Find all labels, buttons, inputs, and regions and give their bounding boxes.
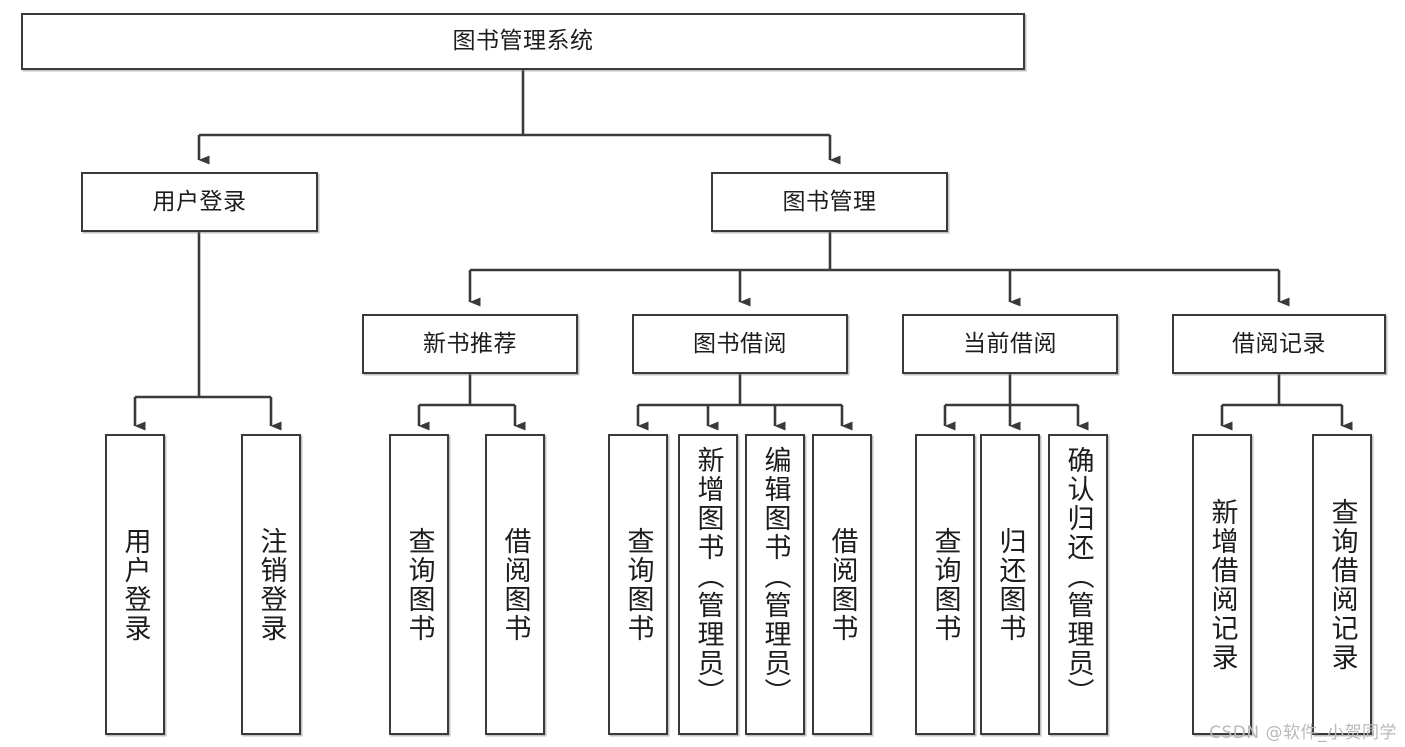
leaf-return-book[interactable]: 归还图书 (980, 434, 1040, 735)
csdn-watermark: CSDN @软件_小贺同学 (1209, 723, 1397, 743)
node-current-borrow[interactable]: 当前借阅 (902, 314, 1118, 374)
node-book-manage[interactable]: 图书管理 (711, 172, 948, 232)
node-label: 借阅图书 (826, 526, 858, 643)
leaf-borrow-book-1[interactable]: 借阅图书 (485, 434, 545, 735)
leaf-query-book-1[interactable]: 查询图书 (389, 434, 449, 735)
node-label: 图书借阅 (693, 330, 787, 357)
node-label: 新增图书（管理员） (692, 446, 724, 707)
node-label: 查询图书 (929, 526, 961, 643)
leaf-add-book[interactable]: 新增图书（管理员） (678, 434, 738, 735)
node-label: 查询借阅记录 (1326, 497, 1358, 672)
leaf-confirm-return[interactable]: 确认归还（管理员） (1048, 434, 1108, 735)
node-label: 借阅记录 (1232, 330, 1326, 357)
node-label: 用户登录 (119, 526, 151, 643)
leaf-query-book-3[interactable]: 查询图书 (915, 434, 975, 735)
node-label: 注销登录 (255, 526, 287, 643)
leaf-edit-book[interactable]: 编辑图书（管理员） (745, 434, 805, 735)
node-user-login[interactable]: 用户登录 (81, 172, 318, 232)
node-label: 查询图书 (403, 526, 435, 643)
leaf-borrow-book-2[interactable]: 借阅图书 (812, 434, 872, 735)
node-book-borrow[interactable]: 图书借阅 (632, 314, 848, 374)
node-root-system[interactable]: 图书管理系统 (21, 13, 1025, 70)
node-new-book-rec[interactable]: 新书推荐 (362, 314, 578, 374)
leaf-query-record[interactable]: 查询借阅记录 (1312, 434, 1372, 735)
node-label: 确认归还（管理员） (1062, 446, 1094, 707)
node-label: 用户登录 (152, 188, 247, 215)
node-label: 当前借阅 (963, 330, 1057, 357)
node-label: 新增借阅记录 (1206, 497, 1238, 672)
leaf-add-record[interactable]: 新增借阅记录 (1192, 434, 1252, 735)
node-label: 编辑图书（管理员） (759, 446, 791, 707)
leaf-user-login[interactable]: 用户登录 (105, 434, 165, 735)
node-label: 图书管理系统 (452, 28, 594, 55)
leaf-logout[interactable]: 注销登录 (241, 434, 301, 735)
node-label: 图书管理 (782, 188, 877, 215)
node-label: 归还图书 (994, 526, 1026, 643)
leaf-query-book-2[interactable]: 查询图书 (608, 434, 668, 735)
node-label: 查询图书 (622, 526, 654, 643)
node-label: 新书推荐 (423, 330, 517, 357)
node-label: 借阅图书 (499, 526, 531, 643)
node-borrow-record[interactable]: 借阅记录 (1172, 314, 1386, 374)
